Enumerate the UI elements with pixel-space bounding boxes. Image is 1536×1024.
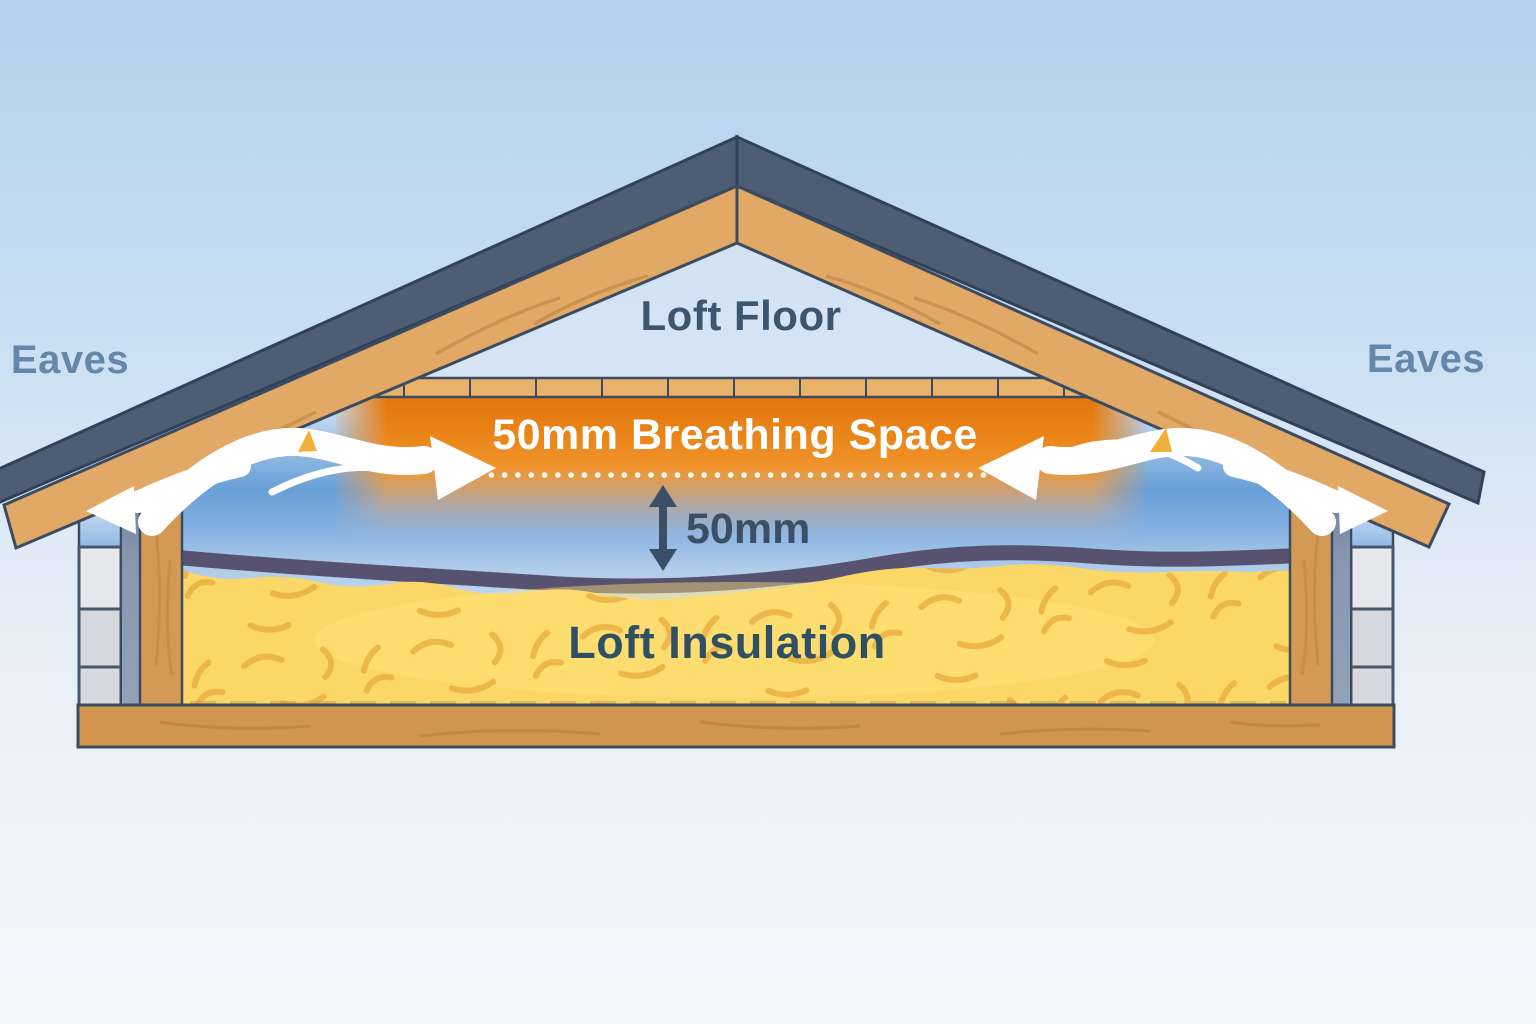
warm-air-spark-right bbox=[1150, 428, 1172, 452]
rafter-right bbox=[735, 183, 1452, 549]
wall-block-top-left bbox=[77, 545, 123, 611]
insulation-texture bbox=[183, 564, 1291, 708]
airflow-streak-right bbox=[1070, 439, 1202, 472]
roof-right bbox=[735, 134, 1486, 549]
loft-floorboards bbox=[336, 376, 1132, 399]
joist-grain bbox=[159, 720, 1321, 738]
insulation-membrane bbox=[175, 545, 1298, 594]
label-eaves-left: Eaves bbox=[11, 338, 129, 382]
label-loft-insulation: Loft Insulation bbox=[568, 617, 885, 668]
airflow-arrow-right-outward bbox=[1223, 455, 1347, 513]
label-eaves-right: Eaves bbox=[1367, 337, 1485, 381]
airflow-arrowhead-right-inward bbox=[978, 436, 1044, 500]
airflow-arrowhead-right-outward bbox=[1338, 486, 1388, 534]
airflow-arrow-left-outward bbox=[127, 455, 251, 513]
airflow-arrowhead-left-inward bbox=[430, 436, 496, 500]
loft-insulation bbox=[175, 545, 1298, 708]
measurement-arrow-50mm bbox=[649, 485, 677, 571]
ceiling-joist bbox=[76, 703, 1396, 749]
label-50mm-gap: 50mm bbox=[686, 505, 810, 553]
airflow-arrowhead-left-outward bbox=[86, 486, 136, 534]
warm-air-spark-left bbox=[298, 430, 317, 452]
roof-covering-right bbox=[735, 134, 1486, 506]
label-loft-floor: Loft Floor bbox=[641, 292, 842, 339]
airflow-arrows bbox=[86, 427, 1388, 536]
label-breathing-space: 50mm Breathing Space bbox=[492, 411, 978, 459]
wall-block-top-right bbox=[1349, 545, 1395, 611]
airflow-streak-left bbox=[268, 463, 404, 496]
